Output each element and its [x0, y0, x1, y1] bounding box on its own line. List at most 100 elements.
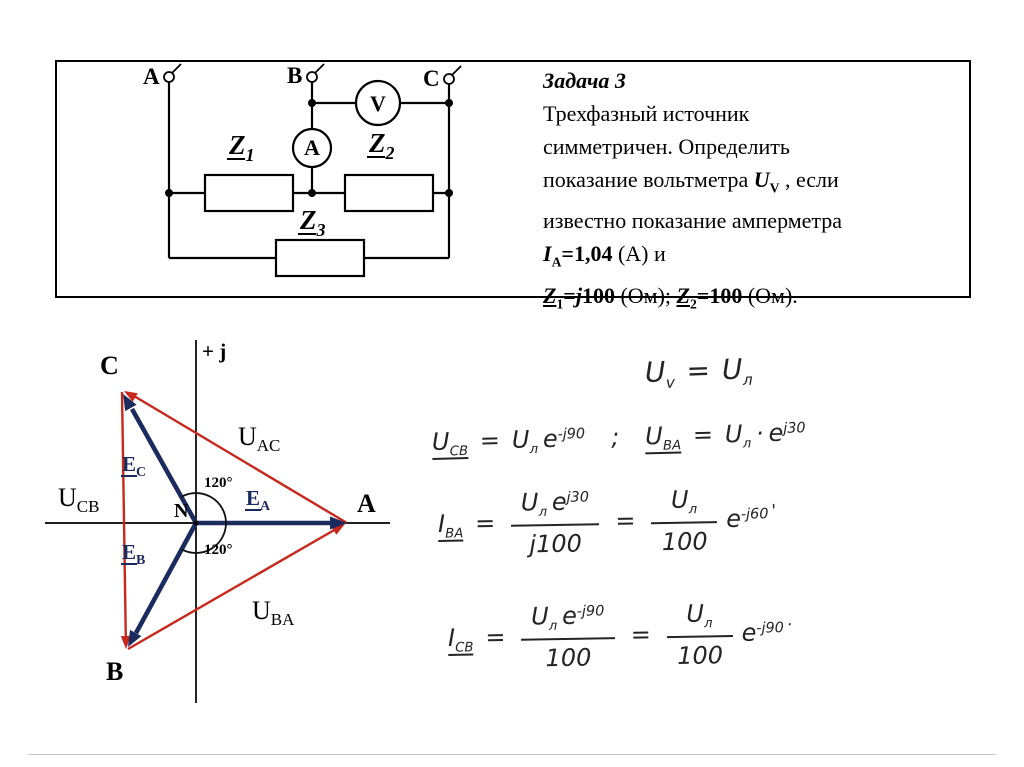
z1-value: 100 — [581, 282, 615, 308]
z2-label: Z2 — [368, 128, 395, 163]
problem-title: Задача 3 — [543, 68, 626, 93]
junction-dots — [165, 99, 453, 197]
multiply-dot: · — [755, 419, 764, 448]
angle-arc — [180, 492, 227, 554]
separator: ; — [610, 423, 620, 452]
ea-label: EA — [246, 486, 271, 514]
symbol: U — [724, 419, 743, 449]
exp-e: e — [542, 424, 559, 454]
stray-mark: ' — [771, 499, 777, 521]
exponent: -j60 — [740, 506, 769, 523]
exp-e: e — [725, 504, 742, 533]
terminal-a-icon — [163, 63, 182, 83]
z1-subscript: 1 — [556, 296, 564, 312]
neutral-label: N — [174, 500, 189, 522]
subscript: v — [665, 373, 676, 392]
equals: = — [692, 420, 714, 450]
z2-value: 100 — [709, 282, 743, 308]
iba-symbol: IBA — [437, 509, 464, 542]
eb-label: EB — [122, 540, 145, 568]
exp-e: e — [768, 418, 784, 448]
uba-label: UBA — [252, 596, 295, 629]
problem-line: (А) и — [612, 241, 666, 267]
ucb-label: UCB — [58, 483, 99, 516]
terminal-c-icon — [443, 65, 462, 85]
equals: = — [615, 506, 636, 535]
exponent: -j90 — [756, 620, 784, 637]
uv-subscript: V — [769, 180, 780, 196]
origin-dot — [193, 520, 199, 526]
unit: (Ом). — [742, 282, 798, 308]
unit: (Ом); — [614, 282, 677, 308]
impedance-z3-box — [274, 238, 366, 278]
stray-mark: · — [786, 613, 793, 634]
equals: = — [685, 353, 711, 388]
voltmeter-label: V — [370, 91, 386, 116]
point-b-label: B — [106, 657, 123, 686]
exp-e: e — [741, 618, 757, 647]
point-a-label: A — [357, 489, 376, 518]
circuit-diagram: V A Z1 Z2 Z3 A B C — [143, 63, 462, 278]
angle-120-bottom: 120° — [204, 542, 233, 558]
z2-subscript: 2 — [689, 296, 697, 312]
symbol: U — [511, 425, 530, 454]
slide-bottom-rule — [28, 754, 996, 755]
ammeter-label: A — [304, 135, 320, 160]
problem-text: Задача 3 Трехфазный источник симметричен… — [543, 64, 969, 320]
z2-symbol: Z — [676, 282, 690, 308]
ia-subscript: А — [551, 254, 562, 270]
subscript: л — [742, 370, 753, 390]
equals: = — [563, 282, 576, 308]
problem-line: симметричен. Определить — [543, 134, 790, 159]
symbol: U — [644, 355, 667, 389]
imaginary-axis-label: + j — [202, 339, 226, 363]
angle-120-top: 120° — [204, 475, 233, 491]
ia-value: =1,04 — [561, 241, 613, 267]
z1-label: Z1 — [228, 130, 255, 165]
uba-symbol: UBA — [644, 421, 682, 455]
ammeter-icon: A — [291, 127, 333, 169]
emf-vectors — [123, 394, 347, 647]
exponent: -j90 — [557, 426, 586, 443]
icb-symbol: ICB — [447, 623, 474, 656]
voltage-triangle — [120, 391, 348, 651]
ec-label: EC — [122, 452, 146, 480]
impedance-z2-box — [343, 173, 435, 213]
terminal-a-label: A — [143, 64, 160, 89]
j-symbol: j — [575, 282, 582, 308]
terminal-b-label: B — [287, 63, 302, 88]
symbol: U — [721, 352, 744, 387]
formula-uv: Uv = Uл — [644, 352, 753, 392]
problem-line: , если — [779, 167, 839, 192]
voltmeter-icon: V — [354, 79, 402, 127]
impedance-z1-box — [203, 173, 295, 213]
subscript: л — [529, 442, 539, 458]
equals: = — [479, 426, 501, 455]
ucb-symbol: UCB — [431, 427, 469, 460]
equals: = — [630, 620, 652, 649]
equals: = — [696, 282, 710, 308]
uv-symbol: U — [753, 167, 770, 192]
equals: = — [485, 622, 506, 652]
exponent: j30 — [783, 420, 806, 437]
phasor-diagram: + j N A C B EC EA EB UAC UCB UBA 120° 12… — [45, 339, 390, 703]
uac-label: UAC — [238, 422, 280, 455]
equals: = — [474, 508, 496, 538]
subscript: л — [742, 436, 752, 452]
problem-line: известно показание амперметра — [543, 208, 843, 234]
problem-line: показание вольтметра — [543, 167, 754, 192]
terminal-b-icon — [306, 63, 325, 83]
problem-box: V A Z1 Z2 Z3 A B C Задача 3 Трехфазный и… — [55, 60, 971, 311]
point-c-label: C — [100, 351, 119, 380]
problem-line: Трехфазный источник — [543, 101, 750, 126]
z1-symbol: Z — [543, 282, 557, 308]
